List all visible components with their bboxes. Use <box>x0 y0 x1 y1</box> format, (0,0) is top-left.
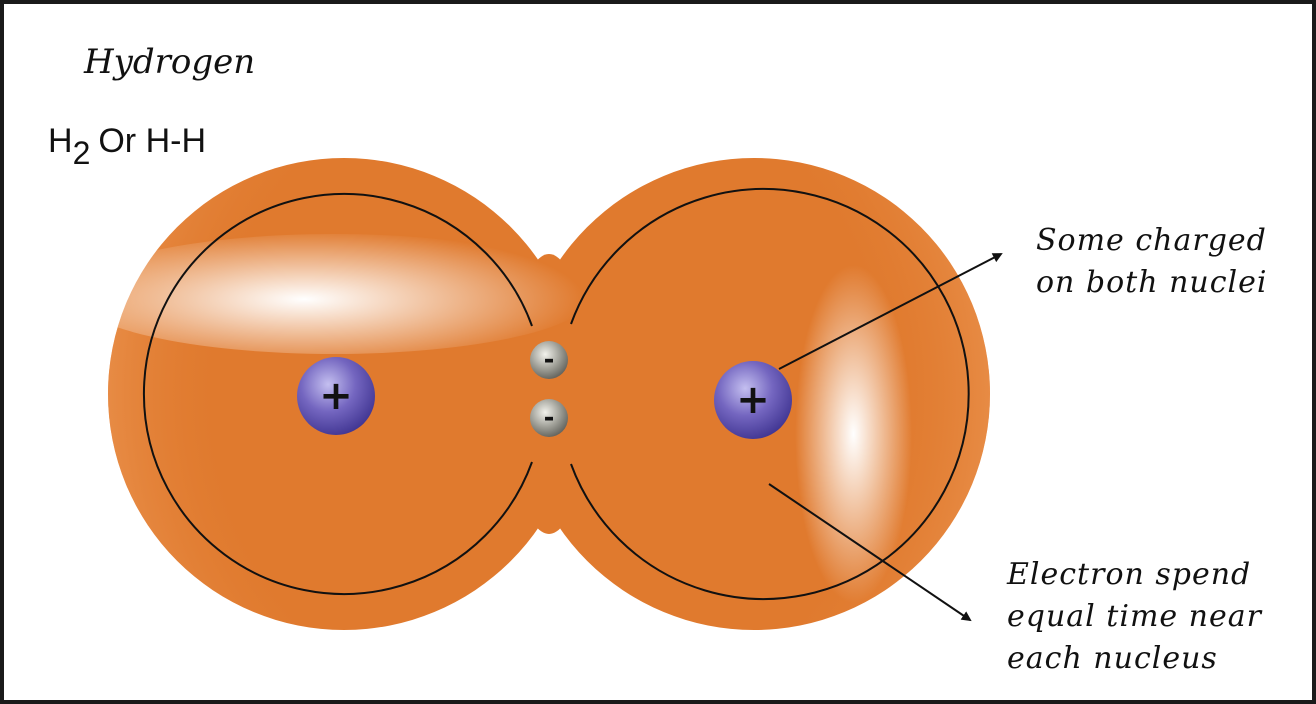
minus-icon: - <box>544 345 555 375</box>
electron-label: Electron spend equal time near each nucl… <box>1007 554 1262 680</box>
label-line: equal time near <box>1007 599 1262 634</box>
right-orbit <box>570 188 970 600</box>
electron-cloud <box>74 158 990 630</box>
electron-arrow <box>768 483 972 622</box>
nuclei-arrow <box>778 253 1003 370</box>
label-line: Electron spend <box>1007 557 1252 592</box>
label-line: each nucleus <box>1007 641 1218 676</box>
formula-subscript: 2 <box>72 135 91 171</box>
left-nucleus: + <box>297 357 375 435</box>
label-line: on both nuclei <box>1036 265 1268 300</box>
electron-bottom: - <box>530 399 568 437</box>
minus-icon: - <box>544 403 555 433</box>
molecule-illustration: + + - - <box>74 158 1003 630</box>
plus-icon: + <box>736 377 770 423</box>
formula-rest: Or H-H <box>98 122 207 160</box>
plus-icon: + <box>319 373 353 419</box>
nuclei-label: Some charged on both nuclei <box>1036 220 1268 304</box>
right-nucleus: + <box>714 361 792 439</box>
diagram-title: Hydrogen <box>84 42 256 82</box>
formula-main: H <box>48 122 73 160</box>
label-line: Some charged <box>1036 223 1267 258</box>
left-orbit <box>143 193 533 595</box>
electron-top: - <box>530 341 568 379</box>
